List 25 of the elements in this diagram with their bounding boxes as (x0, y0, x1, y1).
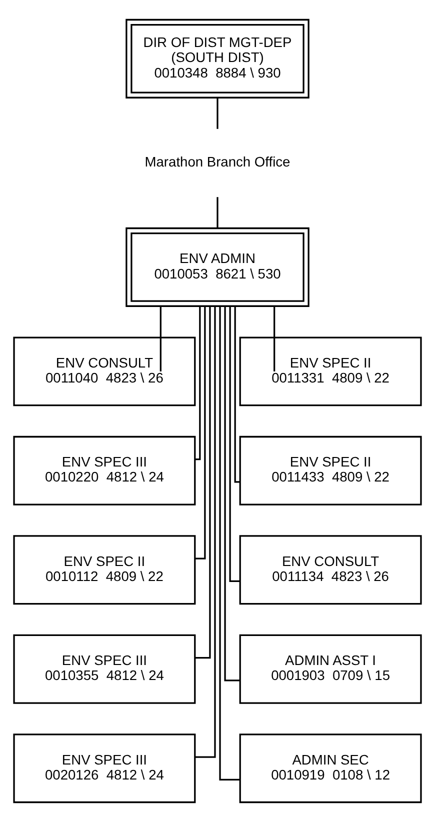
connector (273, 306, 275, 372)
connector (194, 306, 210, 659)
connector (224, 306, 240, 682)
node-box: ENV SPEC III 0010355 4812 \ 24 (12, 634, 196, 704)
connector (234, 306, 240, 483)
node-box: ENV CONSULT 0011040 4823 \ 26 (12, 336, 196, 406)
node-box: DIR OF DIST MGT-DEP (SOUTH DIST) 0010348 8884 \ 930 (125, 18, 309, 98)
node-box: ENV SPEC II 0010112 4809 \ 22 (12, 535, 196, 605)
node-box: ADMIN SEC 0010919 0108 \ 12 (238, 734, 422, 804)
connector (218, 306, 240, 780)
node-box: ENV CONSULT 0011134 4823 \ 26 (238, 535, 422, 605)
node-box: ENV SPEC III 0010220 4812 \ 24 (12, 436, 196, 506)
connector (159, 306, 161, 372)
node-box: ENV ADMIN 0010053 8621 \ 530 (125, 227, 309, 307)
node-box: ENV SPEC III 0020126 4812 \ 24 (12, 734, 196, 804)
node-box: ADMIN ASST I 0001903 0709 \ 15 (238, 634, 422, 704)
connector (228, 306, 240, 582)
node-text: Marathon Branch Office (144, 153, 290, 170)
node-box: ENV SPEC II 0011433 4809 \ 22 (238, 436, 422, 506)
connector (194, 306, 206, 560)
connector (194, 306, 216, 758)
connector (216, 197, 218, 228)
connector (216, 98, 218, 129)
connector (194, 306, 200, 460)
node-box: ENV SPEC II 0011331 4809 \ 22 (238, 336, 422, 406)
